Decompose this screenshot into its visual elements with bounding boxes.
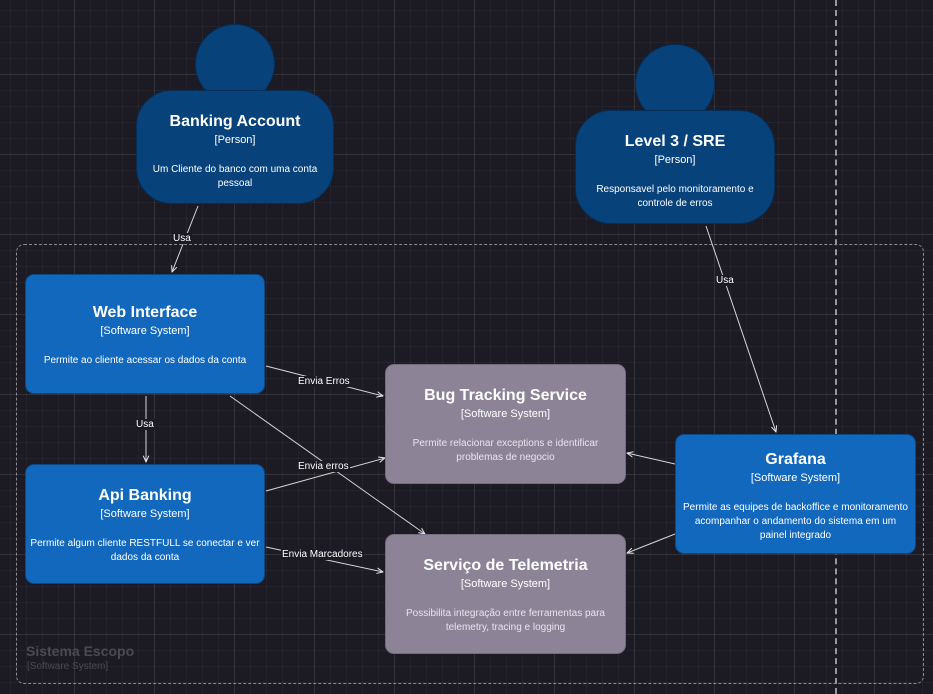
node-desc: Permite algum cliente RESTFULL se conect…	[30, 538, 260, 563]
edge-label-web-usa: Usa	[135, 419, 155, 430]
node-title: Grafana	[765, 451, 826, 468]
edge-label-envia-marcadores: Envia Marcadores	[281, 549, 364, 560]
system-web-interface[interactable]: Web Interface [Software System] Permite …	[25, 274, 265, 394]
system-api-banking[interactable]: Api Banking [Software System] Permite al…	[25, 464, 265, 584]
node-type: [Software System]	[460, 578, 551, 590]
node-desc: Possibilita integração entre ferramentas…	[406, 608, 605, 633]
node-type: [Software System]	[100, 325, 190, 337]
system-bug-tracking[interactable]: Bug Tracking Service [Software System] P…	[385, 364, 626, 484]
node-type: [Person]	[654, 154, 696, 166]
node-title: Web Interface	[92, 304, 198, 321]
node-type: [Software System]	[100, 508, 190, 520]
node-desc: Permite relacionar exceptions e identifi…	[412, 438, 599, 463]
node-desc: Permite ao cliente acessar os dados da c…	[43, 355, 247, 366]
page-break-guide	[835, 0, 837, 694]
edge-grafana-to-bug[interactable]	[627, 453, 676, 465]
person-sre[interactable]: Level 3 / SRE [Person] Responsavel pelo …	[575, 110, 775, 224]
node-title: Api Banking	[98, 487, 192, 504]
boundary-type: [Software System]	[27, 661, 109, 672]
edge-label-sre-usa: Usa	[715, 275, 735, 286]
person-banking-account[interactable]: Banking Account [Person] Um Cliente do b…	[136, 90, 334, 204]
node-type: [Person]	[214, 134, 256, 146]
node-type: [Software System]	[460, 408, 551, 420]
boundary-title: Sistema Escopo	[26, 643, 135, 659]
node-title: Banking Account	[169, 113, 301, 130]
edge-grafana-to-telemetria[interactable]	[627, 533, 676, 553]
node-title: Serviço de Telemetria	[423, 557, 588, 574]
system-boundary[interactable]	[16, 244, 924, 684]
node-desc: Permite as equipes de backoffice e monit…	[683, 502, 908, 541]
edge-label-banking-usa: Usa	[172, 233, 192, 244]
edge-sre-to-grafana[interactable]	[705, 225, 776, 432]
node-desc: Um Cliente do banco com uma conta pessoa…	[152, 164, 318, 189]
edge-label-envia-erros-api: Envia erros	[297, 461, 350, 472]
system-grafana[interactable]: Grafana [Software System] Permite as equ…	[675, 434, 916, 554]
edge-label-envia-erros: Envia Erros	[297, 376, 351, 387]
edge-api-to-bug[interactable]	[265, 458, 385, 492]
system-telemetria[interactable]: Serviço de Telemetria [Software System] …	[385, 534, 626, 654]
node-title: Level 3 / SRE	[624, 133, 726, 150]
node-title: Bug Tracking Service	[424, 387, 587, 404]
node-type: [Software System]	[750, 472, 841, 484]
node-desc: Responsavel pelo monitoramento e control…	[596, 184, 754, 209]
